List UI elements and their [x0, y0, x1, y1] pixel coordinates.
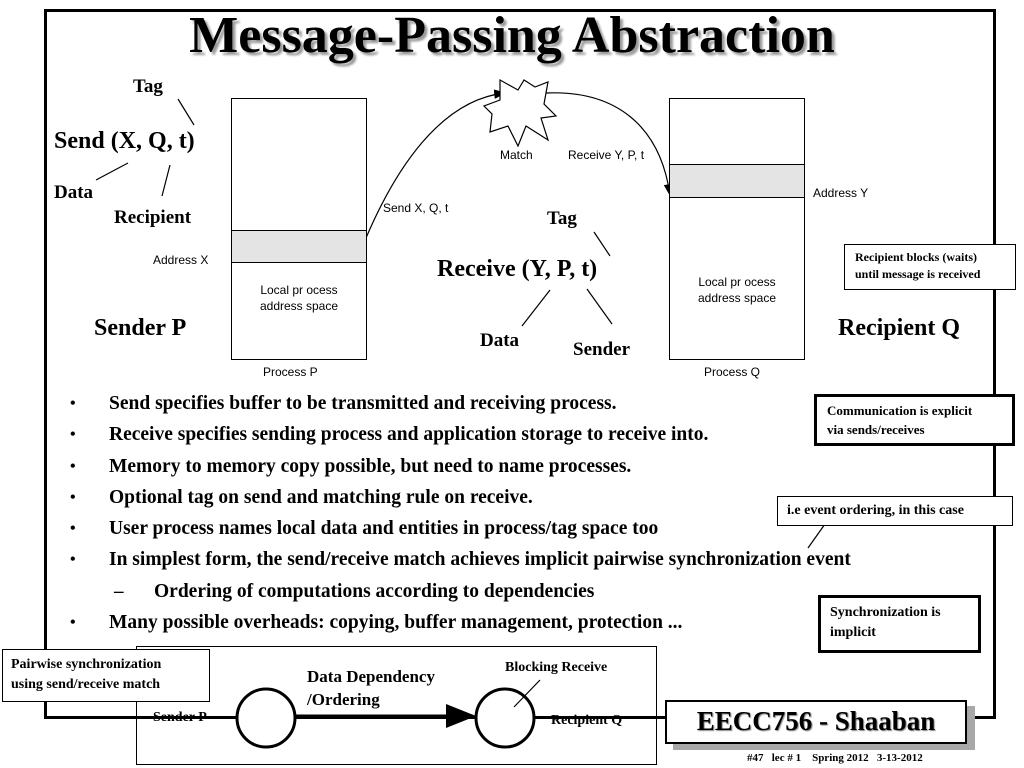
process-q-box: Local pr ocess address space [669, 98, 805, 360]
recipient-blocks-note: Recipient blocks (waits) until message i… [844, 244, 1016, 290]
process-p-label: Process P [263, 365, 318, 379]
bullet-item: User process names local data and entiti… [70, 513, 851, 545]
receive-call-label: Receive (Y, P, t) [437, 256, 598, 282]
slide-info: #47 lec # 1 Spring 2012 3-13-2012 [747, 752, 923, 764]
slide-title: Message-Passing Abstraction [189, 7, 835, 64]
bullet-item: Memory to memory copy possible, but need… [70, 451, 851, 483]
sub-bullet-item: Ordering of computations according to de… [70, 576, 851, 608]
sender-p-title: Sender P [94, 315, 187, 341]
send-data-label: Data [54, 182, 94, 203]
address-x-label: Address X [153, 253, 209, 267]
bullet-item: Send specifies buffer to be transmitted … [70, 388, 851, 420]
bullet-item: Receive specifies sending process and ap… [70, 419, 851, 451]
bullet-item: Many possible overheads: copying, buffer… [70, 607, 851, 639]
send-call-label: Send (X, Q, t) [54, 128, 195, 154]
data-dependency-label: Data Dependency /Ordering [307, 667, 435, 709]
address-y-label: Address Y [813, 186, 869, 200]
address-y-buffer [670, 164, 804, 198]
match-star-icon [482, 78, 558, 148]
match-receive-label: Receive Y, P, t [568, 148, 645, 162]
bullet-item: Optional tag on send and matching rule o… [70, 482, 851, 514]
sync-diagram-box [136, 646, 657, 765]
send-arrow-label: Send X, Q, t [383, 201, 449, 215]
sync-sender-label: Sender P [153, 710, 207, 725]
process-p-space-label: Local pr ocess address space [259, 283, 339, 313]
process-p-box: Local pr ocess address space [231, 98, 367, 360]
send-recipient-label: Recipient [114, 207, 192, 228]
match-label: Match [500, 148, 533, 162]
process-q-label: Process Q [704, 365, 761, 379]
bullet-item: In simplest form, the send/receive match… [70, 544, 851, 576]
receive-data-label: Data [480, 330, 520, 351]
recipient-q-title: Recipient Q [838, 315, 960, 341]
bullet-list: Send specifies buffer to be transmitted … [70, 388, 851, 639]
process-q-space-label: Local pr ocess address space [697, 275, 777, 305]
pairwise-sync-note: Pairwise synchronization using send/rece… [2, 649, 210, 702]
receive-tag-label: Tag [547, 208, 577, 229]
receive-sender-label: Sender [573, 339, 630, 360]
course-badge: EECC756 - Shaaban [665, 700, 967, 744]
address-x-buffer [232, 230, 366, 263]
blocking-receive-label: Blocking Receive [505, 660, 608, 675]
sync-recipient-label: Recipient Q [551, 713, 623, 728]
send-tag-label: Tag [133, 76, 163, 97]
